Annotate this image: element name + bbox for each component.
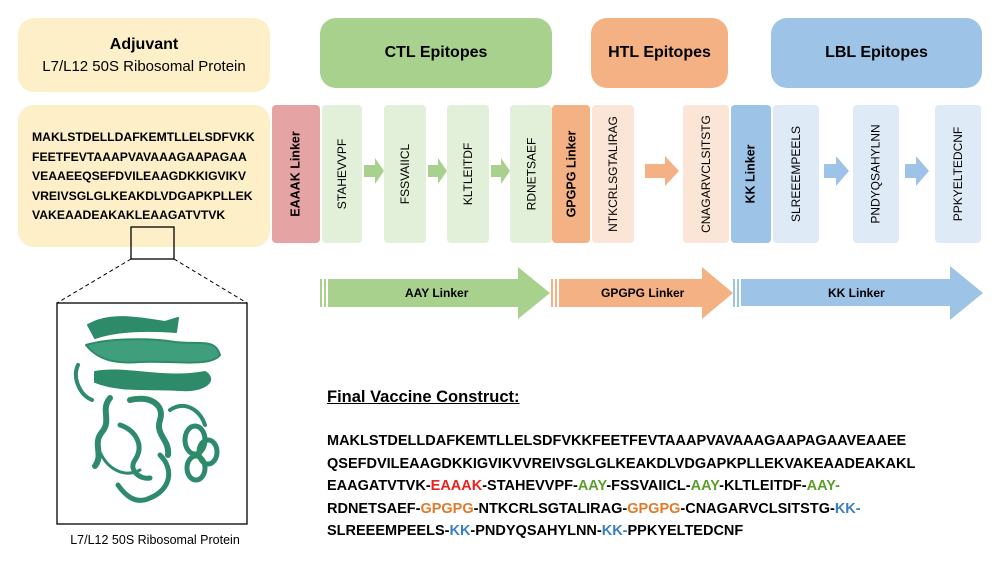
protein-structure-icon [73, 316, 221, 503]
zoom-selection-box [130, 226, 175, 260]
adjuvant-sequence-line: VAKEAADEAKAKLEAAGATVTVK [32, 208, 226, 222]
small-arrow-icon [364, 158, 384, 184]
lbl-epitopes-header: LBL Epitopes [771, 18, 982, 88]
small-arrow-icon [491, 158, 510, 184]
adjuvant-sequence: MAKLSTDELLDAFKEMTLLELSDFVKK FEETFEVTAAAP… [32, 128, 272, 226]
lbl-epitope-box: PNDYQSAHYLNN [853, 105, 899, 243]
ctl-flow-arrows [364, 158, 510, 184]
sequence-segment: MAKLSTDELLDAFKEMTLLELSDFVKKFEETFEVTAAAPV… [327, 433, 907, 449]
small-arrow-icon [645, 156, 679, 186]
final-construct-line: QSEFDVILEAAGDKKIGVIKVVREIVSGLGLKEAKDLVDG… [327, 453, 987, 476]
final-construct-line: RDNETSAEF-GPGPG-NTKCRLSGTALIRAG-GPGPG-CN… [327, 498, 987, 521]
sequence-segment: KK- [834, 500, 861, 517]
sequence-segment: SLREEEMPEELS- [327, 523, 450, 539]
adjuvant-sequence-line: MAKLSTDELLDAFKEMTLLELSDFVKK [32, 130, 255, 144]
sequence-segment: GPGPG [627, 500, 681, 517]
protein-caption: L7/L12 50S Ribosomal Protein [70, 533, 240, 547]
small-arrow-icon [428, 158, 447, 184]
sequence-segment: -KLTLEITDF- [719, 478, 807, 494]
gpgpg-linker-arrow-label: GPGPG Linker [601, 286, 685, 300]
ctl-epitope-box: RDNETSAEF [510, 105, 552, 243]
eaaak-linker: EAAAK Linker [272, 105, 320, 243]
lbl-epitope-box: PPKYELTEDCNF [935, 105, 981, 243]
adjuvant-subtitle: L7/L12 50S Ribosomal Protein [42, 57, 246, 75]
kk-linker: KK Linker [731, 105, 771, 243]
gpgpg-linker: GPGPG Linker [552, 105, 590, 243]
sequence-segment: -CNAGARVCLSITSTG- [680, 500, 835, 517]
sequence-segment: KK- [601, 523, 628, 539]
sequence-segment: -STAHEVVPF- [482, 478, 578, 494]
sequence-segment: PPKYELTEDCNF [627, 523, 744, 539]
sequence-segment: AAY [690, 478, 720, 494]
final-construct-title: Final Vaccine Construct: [327, 388, 520, 406]
gpgpg-linker-arrow [551, 267, 733, 319]
sequence-segment: EAAAK [430, 478, 483, 494]
adjuvant-sequence-line: VEAAEEQSEFDVILEAAGDKKIGVIKV [32, 169, 246, 183]
lbl-flow-arrows [824, 156, 929, 186]
final-construct-line: SLREEEMPEELS-KK-PNDYQSAHYLNN-KK-PPKYELTE… [327, 520, 987, 543]
adjuvant-header: Adjuvant L7/L12 50S Ribosomal Protein [18, 18, 270, 92]
kk-linker-arrow-label: KK Linker [828, 286, 885, 300]
htl-epitopes-header: HTL Epitopes [591, 18, 728, 88]
final-construct-line: EAAGATVTVK-EAAAK-STAHEVVPF-AAY-FSSVAIICL… [327, 475, 987, 498]
sequence-segment: -FSSVAIICL- [606, 478, 691, 494]
aay-linker-arrow [320, 267, 550, 319]
sequence-segment: AAY- [806, 478, 840, 494]
sequence-segment: KK [449, 523, 471, 539]
sequence-segment: GPGPG [420, 500, 474, 517]
small-arrow-icon [824, 156, 849, 186]
ctl-epitope-box: STAHEVVPF [322, 105, 362, 243]
htl-epitope-box: NTKCRLSGTALIRAG [592, 105, 634, 243]
sequence-segment: RDNETSAEF- [327, 500, 421, 517]
ctl-epitope-box: FSSVAIICL [384, 105, 426, 243]
adjuvant-sequence-box [18, 105, 270, 247]
kk-linker-arrow [733, 266, 983, 320]
protein-structure-frame [56, 302, 248, 525]
small-arrow-icon [905, 156, 929, 186]
final-construct-sequence: MAKLSTDELLDAFKEMTLLELSDFVKKFEETFEVTAAAPV… [327, 430, 987, 543]
aay-linker-arrow-label: AAY Linker [405, 286, 469, 300]
sequence-segment: EAAGATVTVK- [327, 478, 431, 494]
adjuvant-title: Adjuvant [109, 35, 179, 53]
lbl-epitope-box: SLREEEMPEELS [773, 105, 819, 243]
htl-epitope-box: CNAGARVCLSITSTG [683, 105, 729, 243]
adjuvant-sequence-line: VREIVSGLGLKEAKDLVDGAPKPLLEK [32, 188, 253, 203]
adjuvant-sequence-line: FEETFEVTAAAPVAVAAAGAAPAGAA [32, 149, 247, 164]
ctl-epitope-box: KLTLEITDF [447, 105, 489, 243]
ctl-epitopes-header: CTL Epitopes [320, 18, 552, 88]
sequence-segment: QSEFDVILEAAGDKKIGVIKVVREIVSGLGLKEAKDLVDG… [327, 455, 916, 472]
sequence-segment: -PNDYQSAHYLNN- [470, 523, 602, 539]
final-construct-line: MAKLSTDELLDAFKEMTLLELSDFVKKFEETFEVTAAAPV… [327, 430, 987, 453]
sequence-segment: AAY [577, 478, 607, 494]
sequence-segment: -NTKCRLSGTALIRAG- [473, 500, 628, 517]
